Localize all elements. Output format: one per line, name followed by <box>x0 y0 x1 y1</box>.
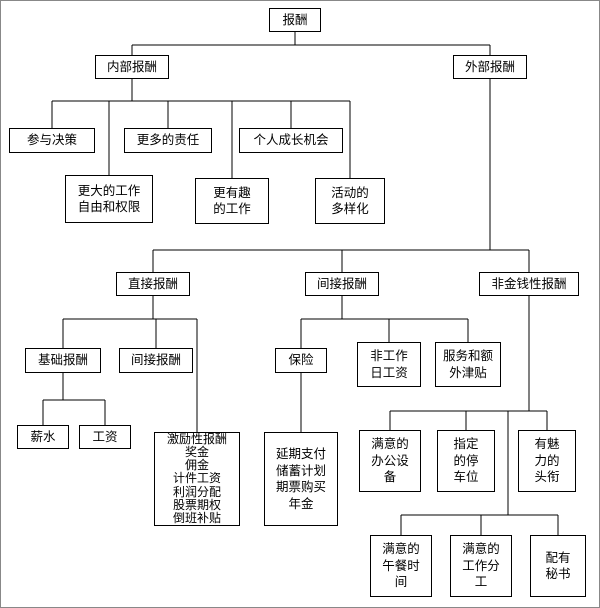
node-indirect-compensation: 间接报酬 <box>305 272 379 296</box>
node-external-compensation: 外部报酬 <box>453 55 527 79</box>
node-salary: 薪水 <box>17 425 69 449</box>
node-nonworkday-pay: 非工作 日工资 <box>357 342 421 387</box>
node-satisfactory-work-division: 满意的 工作分 工 <box>450 535 512 597</box>
node-indirect-compensation-2: 间接报酬 <box>119 348 193 373</box>
connector-indirect-children <box>300 296 469 348</box>
node-satisfactory-lunch-time: 满意的 午餐时 间 <box>370 535 432 597</box>
node-activity-diversity: 活动的 多样化 <box>315 178 385 224</box>
node-deferred-pay-list: 延期支付 储蓄计划 期票购买 年金 <box>264 432 338 526</box>
node-base-compensation: 基础报酬 <box>25 348 101 373</box>
connector-root-to-tier1 <box>131 32 491 55</box>
connector-base-pay-children <box>42 373 106 425</box>
node-internal-compensation: 内部报酬 <box>95 55 169 79</box>
node-interesting-work: 更有趣 的工作 <box>195 178 269 224</box>
node-attractive-title: 有魅 力的 头衔 <box>518 430 576 492</box>
node-non-monetary-compensation: 非金钱性报酬 <box>479 272 579 296</box>
connector-internal-children <box>51 79 351 178</box>
node-incentive-pay-list: 激励性报酬 奖金 佣金 计件工资 利润分配 股票期权 倒班补贴 <box>154 432 240 526</box>
node-more-responsibility: 更多的责任 <box>124 128 212 153</box>
node-designated-parking: 指定 的停 车位 <box>437 430 495 492</box>
node-wage: 工资 <box>79 425 131 449</box>
node-insurance: 保险 <box>275 348 327 373</box>
node-compensation-root: 报酬 <box>269 8 321 32</box>
connector-nonmonetary-row2 <box>400 411 559 535</box>
node-greater-freedom: 更大的工作 自由和权限 <box>65 175 153 223</box>
node-with-secretary: 配有 秘书 <box>530 535 586 597</box>
node-personal-growth: 个人成长机会 <box>239 128 343 153</box>
node-services-extra-allowance: 服务和额 外津贴 <box>435 342 501 387</box>
node-satisfactory-office-equipment: 满意的 办公设 备 <box>359 430 421 492</box>
connector-direct-children <box>62 296 198 432</box>
connector-nonmonetary-row1 <box>389 296 548 430</box>
connector-external-to-tier2 <box>152 79 530 272</box>
node-participate-decision: 参与决策 <box>9 128 95 153</box>
node-direct-compensation: 直接报酬 <box>116 272 190 296</box>
